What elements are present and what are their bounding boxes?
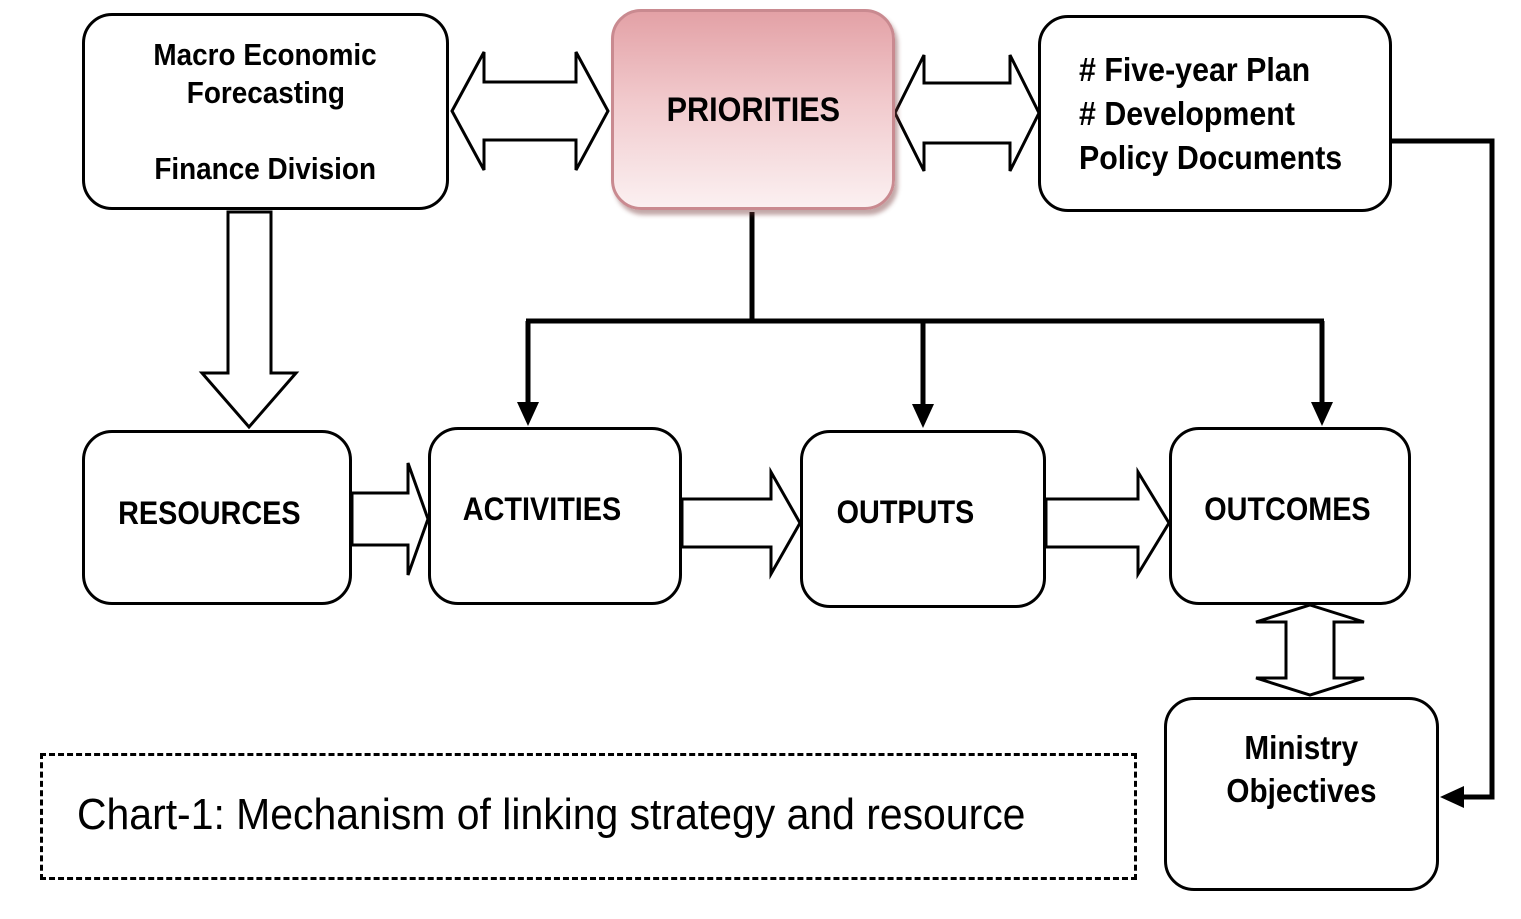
priorities-distribution-lines <box>525 212 1325 406</box>
node-outputs: OUTPUTS <box>800 430 1046 608</box>
arrow-outcomes-ministry-outline <box>1255 603 1365 697</box>
node-macro-line-1: Macro Economic <box>153 36 378 72</box>
node-macro-line-3: Finance Division <box>154 150 377 186</box>
arrowhead-to-ministry <box>1440 786 1464 808</box>
line-policy-ministry <box>1392 138 1495 800</box>
node-policy-line-1: # Five-year Plan <box>1079 50 1311 88</box>
node-activities-label: ACTIVITIES <box>462 491 622 527</box>
node-priorities: PRIORITIES <box>611 9 895 210</box>
caption-box: Chart-1: Mechanism of linking strategy a… <box>40 753 1137 880</box>
arrow-priorities-policy <box>893 54 1041 172</box>
node-policy-line-2: # Development <box>1079 94 1295 132</box>
node-macro-line-2: Forecasting <box>186 74 345 110</box>
arrow-outputs-outcomes <box>1044 466 1171 580</box>
node-resources: RESOURCES <box>82 430 352 605</box>
arrowhead-to-outcomes <box>1311 402 1333 426</box>
arrow-macro-resources <box>198 210 300 430</box>
node-ministry-objectives: Ministry Objectives <box>1164 697 1439 891</box>
node-priorities-label: PRIORITIES <box>666 90 840 129</box>
arrow-macro-priorities <box>450 51 610 171</box>
node-macro-economic-forecasting: Macro Economic Forecasting Finance Divis… <box>82 13 449 210</box>
node-policy-line-3: Policy Documents <box>1079 138 1343 176</box>
arrowhead-to-outputs <box>912 404 934 428</box>
diagram-caption: Chart-1: Mechanism of linking strategy a… <box>77 789 1026 839</box>
node-ministry-line-1: Ministry <box>1244 729 1359 766</box>
node-ministry-line-2: Objectives <box>1226 772 1377 809</box>
node-outcomes: OUTCOMES <box>1169 427 1411 605</box>
arrowhead-to-activities <box>517 402 539 426</box>
node-resources-label: RESOURCES <box>117 494 301 531</box>
arrow-resources-activities <box>350 462 430 576</box>
node-activities: ACTIVITIES <box>428 427 682 605</box>
node-outcomes-label: OUTCOMES <box>1203 491 1371 527</box>
node-outputs-label: OUTPUTS <box>836 494 974 530</box>
arrow-activities-outputs <box>680 466 802 580</box>
node-policy-documents: # Five-year Plan # Development Policy Do… <box>1038 15 1392 212</box>
